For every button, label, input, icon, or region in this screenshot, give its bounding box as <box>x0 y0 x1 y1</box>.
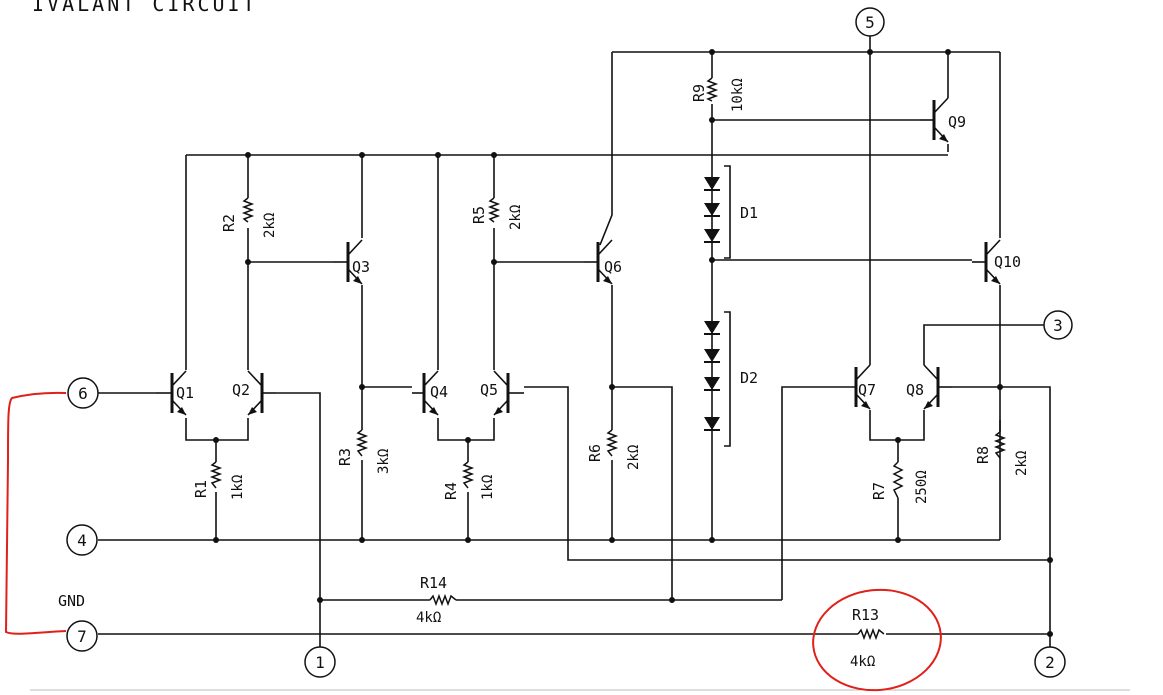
label-r1: R1 1kΩ <box>192 475 246 500</box>
diode-stack-d1 <box>703 165 731 259</box>
transistor-q8 <box>922 363 952 411</box>
label-r7: R7 250Ω <box>870 470 930 504</box>
label-q10: Q10 <box>994 253 1021 271</box>
diode-stack-d2 <box>703 311 731 447</box>
svg-text:1: 1 <box>315 653 325 672</box>
svg-text:3kΩ: 3kΩ <box>376 449 392 474</box>
transistor-q3 <box>333 238 364 286</box>
gnd-label: GND <box>58 592 85 610</box>
svg-text:R1: R1 <box>192 480 210 498</box>
label-r14: R14 4kΩ <box>416 574 447 626</box>
svg-text:R6: R6 <box>586 444 604 462</box>
svg-text:R13: R13 <box>852 606 879 624</box>
label-r8: R8 2kΩ <box>974 446 1030 476</box>
label-r9: R9 10kΩ <box>690 78 746 112</box>
label-r2: R2 2kΩ <box>220 213 278 238</box>
transistor-q9 <box>920 96 950 144</box>
svg-text:2kΩ: 2kΩ <box>626 445 642 470</box>
label-q4: Q4 <box>430 383 448 401</box>
transistor-q2 <box>246 369 276 417</box>
svg-text:R9: R9 <box>690 84 708 102</box>
svg-text:2kΩ: 2kΩ <box>262 213 278 238</box>
svg-text:4: 4 <box>77 531 87 550</box>
label-q7: Q7 <box>858 381 876 399</box>
label-d2: D2 <box>740 369 758 387</box>
svg-text:5: 5 <box>865 13 875 32</box>
terminal-4: 4 <box>66 524 98 556</box>
transistor-q5 <box>492 369 524 417</box>
svg-text:1kΩ: 1kΩ <box>230 475 246 500</box>
label-r3: R3 3kΩ <box>336 448 392 474</box>
terminal-5: 5 <box>855 7 885 37</box>
transistor-q6 <box>584 238 614 286</box>
label-q5: Q5 <box>480 381 498 399</box>
resistor-zigzags <box>209 77 1007 641</box>
svg-text:R3: R3 <box>336 448 354 466</box>
svg-text:2kΩ: 2kΩ <box>508 205 524 230</box>
label-q6: Q6 <box>604 258 622 276</box>
svg-text:10kΩ: 10kΩ <box>730 78 746 112</box>
svg-text:R14: R14 <box>420 574 447 592</box>
label-q2: Q2 <box>232 381 250 399</box>
wires <box>30 36 1130 691</box>
terminal-3: 3 <box>1043 310 1073 340</box>
svg-text:R8: R8 <box>974 446 992 464</box>
svg-text:R7: R7 <box>870 482 888 500</box>
svg-text:4kΩ: 4kΩ <box>416 610 441 626</box>
svg-text:R4: R4 <box>442 482 460 500</box>
diagram-title: IVALANT CIRCUIT <box>32 0 258 16</box>
terminal-6: 6 <box>67 377 99 409</box>
transistor-q10 <box>972 238 1002 286</box>
svg-text:R2: R2 <box>220 214 238 232</box>
label-q1: Q1 <box>176 384 194 402</box>
svg-text:1kΩ: 1kΩ <box>480 475 496 500</box>
annotation-circle-r13 <box>812 588 942 692</box>
svg-text:2kΩ: 2kΩ <box>1014 451 1030 476</box>
junction-dots <box>213 49 1053 637</box>
svg-text:2: 2 <box>1045 653 1055 672</box>
label-q3: Q3 <box>352 258 370 276</box>
terminal-2: 2 <box>1034 646 1066 678</box>
label-r4: R4 1kΩ <box>442 475 496 500</box>
annotation-bracket-6-7 <box>4 391 67 635</box>
label-q8: Q8 <box>906 381 924 399</box>
svg-text:6: 6 <box>78 384 88 403</box>
label-q9: Q9 <box>948 113 966 131</box>
label-d1: D1 <box>740 204 758 222</box>
transistor-q7 <box>838 363 872 411</box>
transistor-q1 <box>156 369 188 417</box>
svg-text:R5: R5 <box>470 206 488 224</box>
terminal-7: 7 <box>66 620 98 652</box>
label-r6: R6 2kΩ <box>586 444 642 470</box>
label-r13: R13 4kΩ <box>850 606 879 670</box>
svg-text:3: 3 <box>1053 316 1063 335</box>
svg-text:4kΩ: 4kΩ <box>850 654 875 670</box>
label-r5: R5 2kΩ <box>470 205 524 230</box>
svg-text:7: 7 <box>77 627 87 646</box>
svg-text:250Ω: 250Ω <box>914 470 930 504</box>
transistor-q4 <box>412 369 440 417</box>
terminal-1: 1 <box>304 646 336 678</box>
